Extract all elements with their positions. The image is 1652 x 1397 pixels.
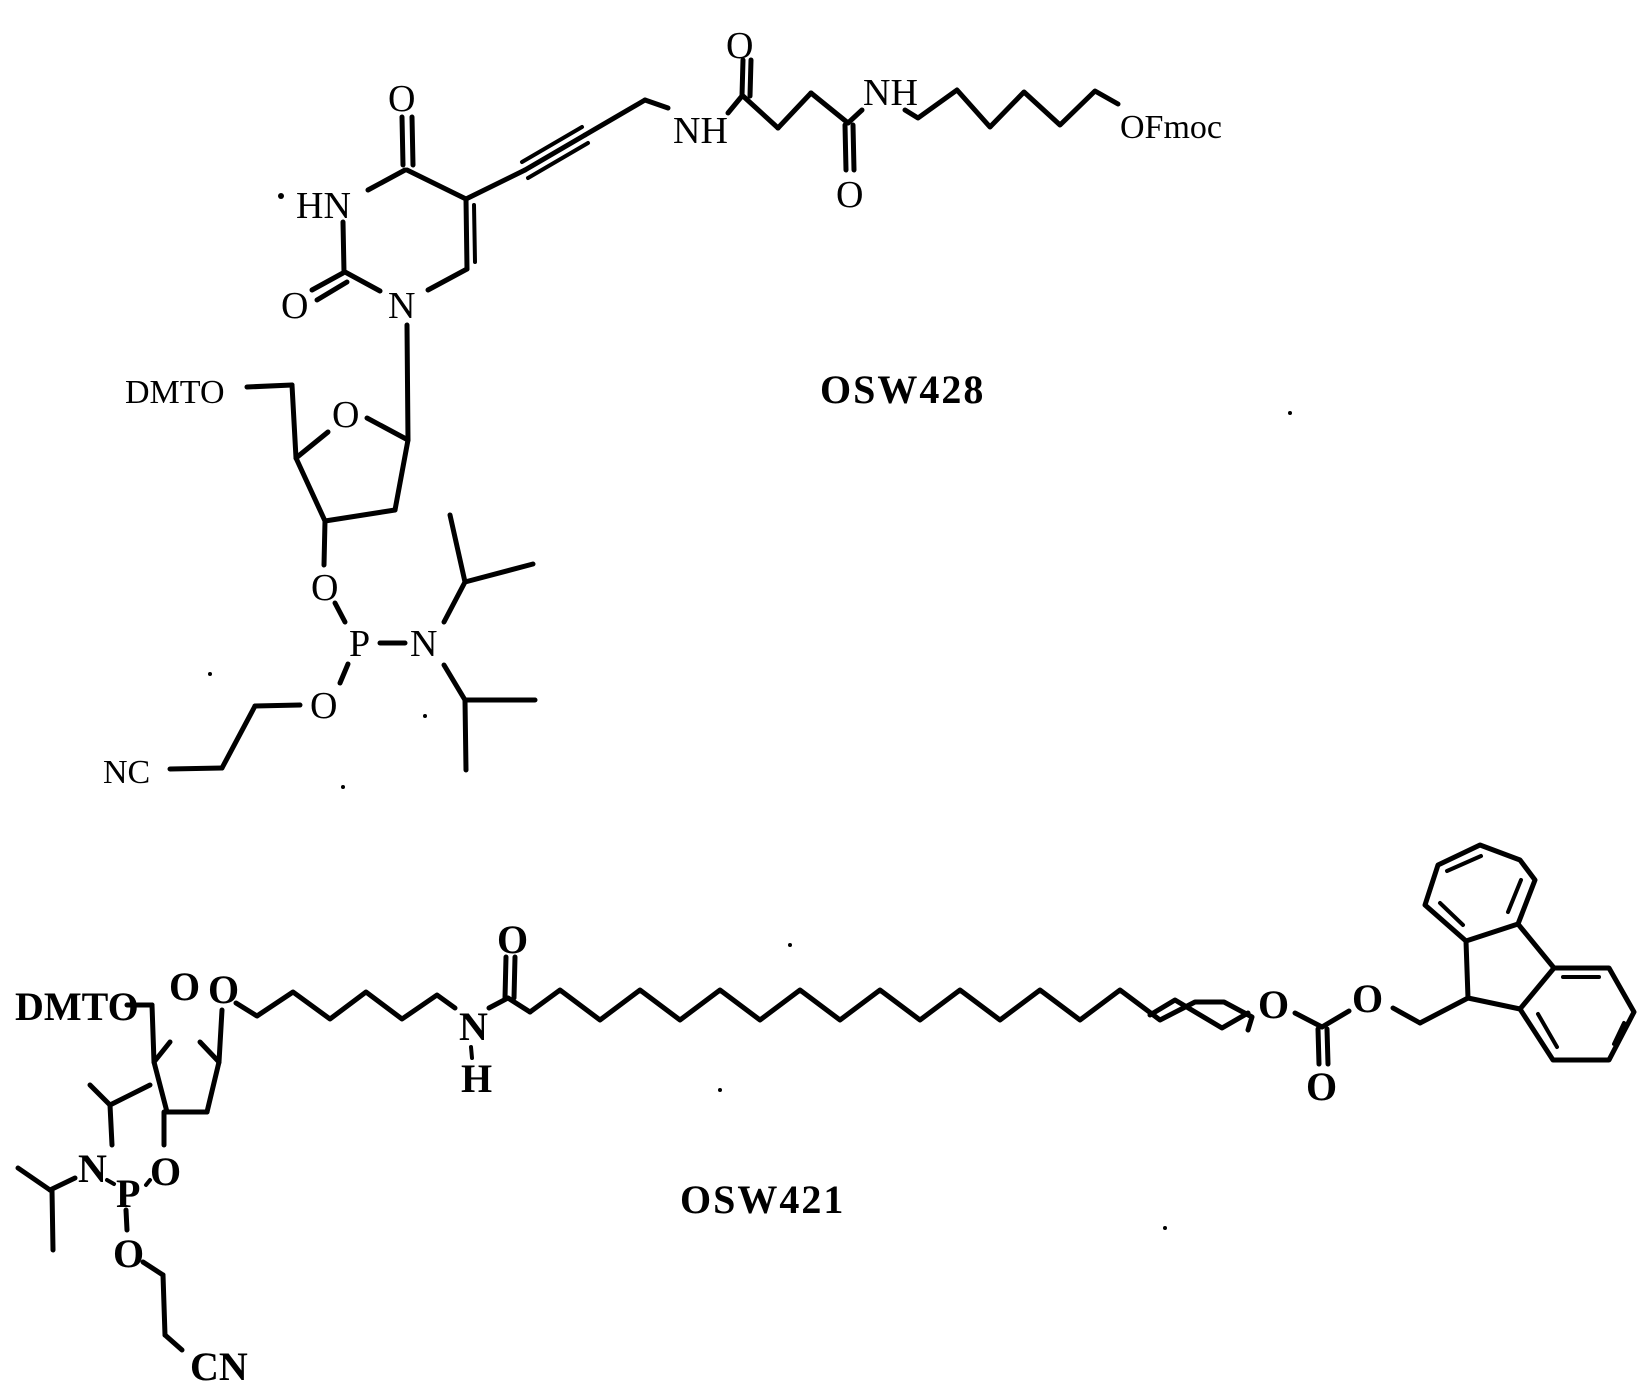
- atom-o3-prime-b: O: [150, 1149, 181, 1194]
- speck: [341, 785, 345, 789]
- bond: [49, 1187, 56, 1253]
- speck: [1288, 411, 1292, 415]
- atom-amine-n: N: [410, 623, 437, 665]
- propargyl-linker: [463, 97, 671, 202]
- atom-amide-n: N: [459, 1004, 488, 1049]
- atom-carbonate-o2: O: [1352, 976, 1383, 1021]
- speck: [1163, 1226, 1167, 1230]
- bond: [1315, 1026, 1322, 1067]
- dot-mark: [278, 193, 284, 199]
- bond: [162, 1332, 185, 1353]
- atom-amide-oxygen: O: [497, 917, 528, 962]
- uracil-ring: [309, 114, 477, 303]
- bond: [140, 1259, 166, 1278]
- bond: [15, 1165, 53, 1193]
- bond: [107, 1102, 115, 1148]
- atom-c2-oxygen: O: [281, 285, 308, 327]
- bond: [105, 1178, 116, 1186]
- bond: [123, 1207, 130, 1233]
- bond: [1390, 1005, 1423, 1026]
- atom-ofmoc: OFmoc: [1120, 109, 1222, 146]
- atom-n3-hn: HN: [296, 185, 351, 227]
- compound-label-osw428: OSW428: [820, 367, 985, 412]
- phosphoramidite: [167, 512, 538, 773]
- bond: [1324, 1026, 1331, 1067]
- atom-c4-oxygen: O: [388, 78, 415, 120]
- phosphoramidite-b: N P O O CN: [15, 1082, 248, 1389]
- bond: [160, 1272, 168, 1338]
- hexyl-chain: [902, 87, 1121, 130]
- atom-dmto: DMTO: [15, 984, 139, 1029]
- speck: [423, 714, 427, 718]
- atom-ring-oxygen: O: [332, 394, 359, 436]
- chain-end: [1147, 997, 1251, 1031]
- atom-carbonate-oxo: O: [1306, 1064, 1337, 1109]
- compound-label-osw421: OSW421: [680, 1177, 845, 1222]
- atom-amine-n-b: N: [78, 1146, 107, 1191]
- nh-bond: [469, 1045, 474, 1060]
- atom-cyanoethyl-o: O: [310, 685, 337, 727]
- atom-n1: N: [388, 285, 415, 327]
- hexyl-chain-b: [233, 989, 458, 1022]
- atom-amide2-nh: NH: [863, 72, 918, 114]
- fmoc-carbonate: O O O: [1147, 842, 1637, 1109]
- compound-osw428: O HN O N NH O NH O: [103, 25, 1222, 791]
- atom-carbonate-o1: O: [1258, 982, 1289, 1027]
- compound-osw421: DMTO O O N H O: [15, 917, 1255, 1148]
- bond: [1417, 995, 1471, 1026]
- fluorene-ring-system: [1422, 842, 1637, 1063]
- atom-nitrile-b: CN: [190, 1344, 248, 1389]
- atom-cyanoethyl-o-b: O: [113, 1231, 144, 1276]
- speck: [718, 1088, 722, 1092]
- bond: [144, 1178, 152, 1187]
- deoxyribose-ring: [244, 322, 411, 568]
- atom-anomeric-o: O: [208, 967, 239, 1012]
- atom-dmto: DMTO: [125, 374, 225, 411]
- atom-o3-prime: O: [311, 567, 338, 609]
- bond: [1319, 1008, 1352, 1030]
- bond: [47, 1175, 78, 1193]
- atom-nitrile: NC: [103, 754, 150, 791]
- atom-amide1-oxygen: O: [726, 25, 753, 67]
- amide-carbonyl: [486, 954, 533, 1015]
- undecyl-chain: [527, 987, 1255, 1033]
- speck: [208, 672, 212, 676]
- deoxyribose-ring-b: [124, 1002, 225, 1148]
- succinyl-chain: [725, 57, 865, 173]
- atom-amide-h: H: [461, 1056, 492, 1101]
- atom-amide2-oxygen: O: [836, 174, 863, 216]
- atom-phosphorus: P: [349, 623, 370, 665]
- atom-ring-oxygen-b: O: [169, 964, 200, 1009]
- bond: [107, 1082, 153, 1108]
- atom-amide1-nh: NH: [673, 110, 728, 152]
- bond: [87, 1082, 113, 1108]
- speck: [788, 943, 792, 947]
- atom-phosphorus-b: P: [116, 1171, 140, 1216]
- bond: [1292, 1010, 1325, 1030]
